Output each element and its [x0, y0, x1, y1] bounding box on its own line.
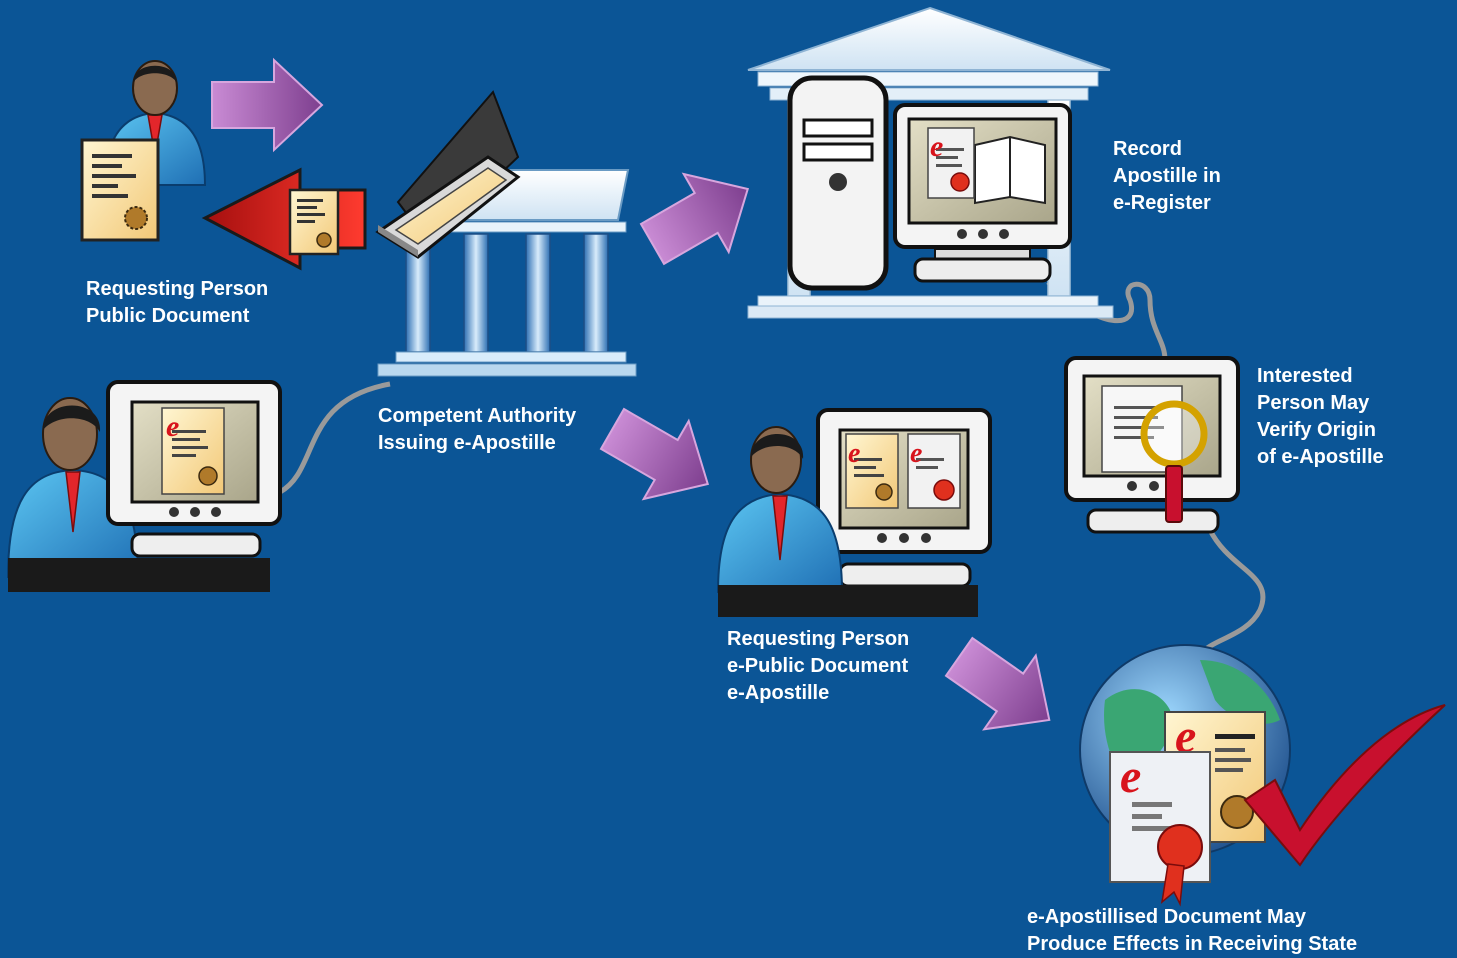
arrow-return-red: [201, 167, 367, 271]
desk: [718, 585, 978, 617]
certificate-icon: [845, 433, 899, 509]
label-line: Apostille in: [1113, 165, 1221, 187]
label-line: e-Apostillised Document May: [1027, 906, 1306, 928]
label-requesting-person-electronic: Requesting Person e-Public Document e-Ap…: [727, 626, 909, 707]
label-line: of e-Apostille: [1257, 446, 1384, 468]
e-mark-icon: e: [930, 130, 943, 163]
monitor-icon: [1064, 356, 1240, 534]
certificate-icon: [927, 127, 975, 199]
e-mark-icon: e: [166, 410, 179, 443]
e-mark-icon: e: [848, 438, 860, 469]
desk: [8, 558, 270, 592]
person-icon: [6, 397, 140, 578]
label-line: Produce Effects in Receiving State: [1027, 933, 1358, 955]
label-line: Record: [1113, 138, 1182, 160]
arrow-to-authority: [211, 59, 323, 151]
e-mark-icon: e: [910, 438, 922, 469]
label-line: e-Public Document: [727, 655, 909, 677]
label-line: Requesting Person: [86, 278, 269, 300]
scanner-icon: [375, 90, 521, 259]
label-line: Person May: [1257, 392, 1370, 414]
label-line: Requesting Person: [727, 628, 910, 650]
arrow-to-globe: [932, 619, 1077, 758]
e-mark-icon: e: [1175, 710, 1196, 763]
label-interested-person: Interested Person May Verify Origin of e…: [1257, 363, 1384, 471]
e-mark-icon: e: [1120, 750, 1141, 803]
label-line: Competent Authority: [378, 405, 577, 427]
label-line: e-Register: [1113, 192, 1211, 214]
label-competent-authority: Competent Authority Issuing e-Apostille: [378, 403, 576, 457]
label-line: Public Document: [86, 305, 250, 327]
person-icon: [716, 426, 844, 593]
checkmark-icon: [1243, 704, 1446, 867]
certificate-icon: [80, 138, 160, 242]
certificate-icon: [288, 188, 340, 256]
certificate-icon: [907, 433, 961, 509]
certificate-icon: [1109, 751, 1211, 907]
label-requesting-person-paper: Requesting Person Public Document: [86, 276, 268, 330]
arrow-to-register: [629, 149, 772, 284]
label-line: Verify Origin: [1257, 419, 1376, 441]
monitor-icon: [816, 408, 992, 588]
label-record-apostille: Record Apostille in e-Register: [1113, 136, 1221, 217]
arrow-to-requester: [589, 389, 732, 524]
label-line: Issuing e-Apostille: [378, 432, 556, 454]
label-line: Interested: [1257, 365, 1353, 387]
magnifier-icon: [1140, 400, 1208, 523]
label-line: e-Apostille: [727, 682, 830, 704]
computer-tower-icon: [787, 75, 889, 291]
monitor-icon: [893, 103, 1072, 283]
certificate-icon: [161, 407, 225, 495]
label-effects: e-Apostillised Document May Produce Effe…: [1027, 904, 1357, 958]
